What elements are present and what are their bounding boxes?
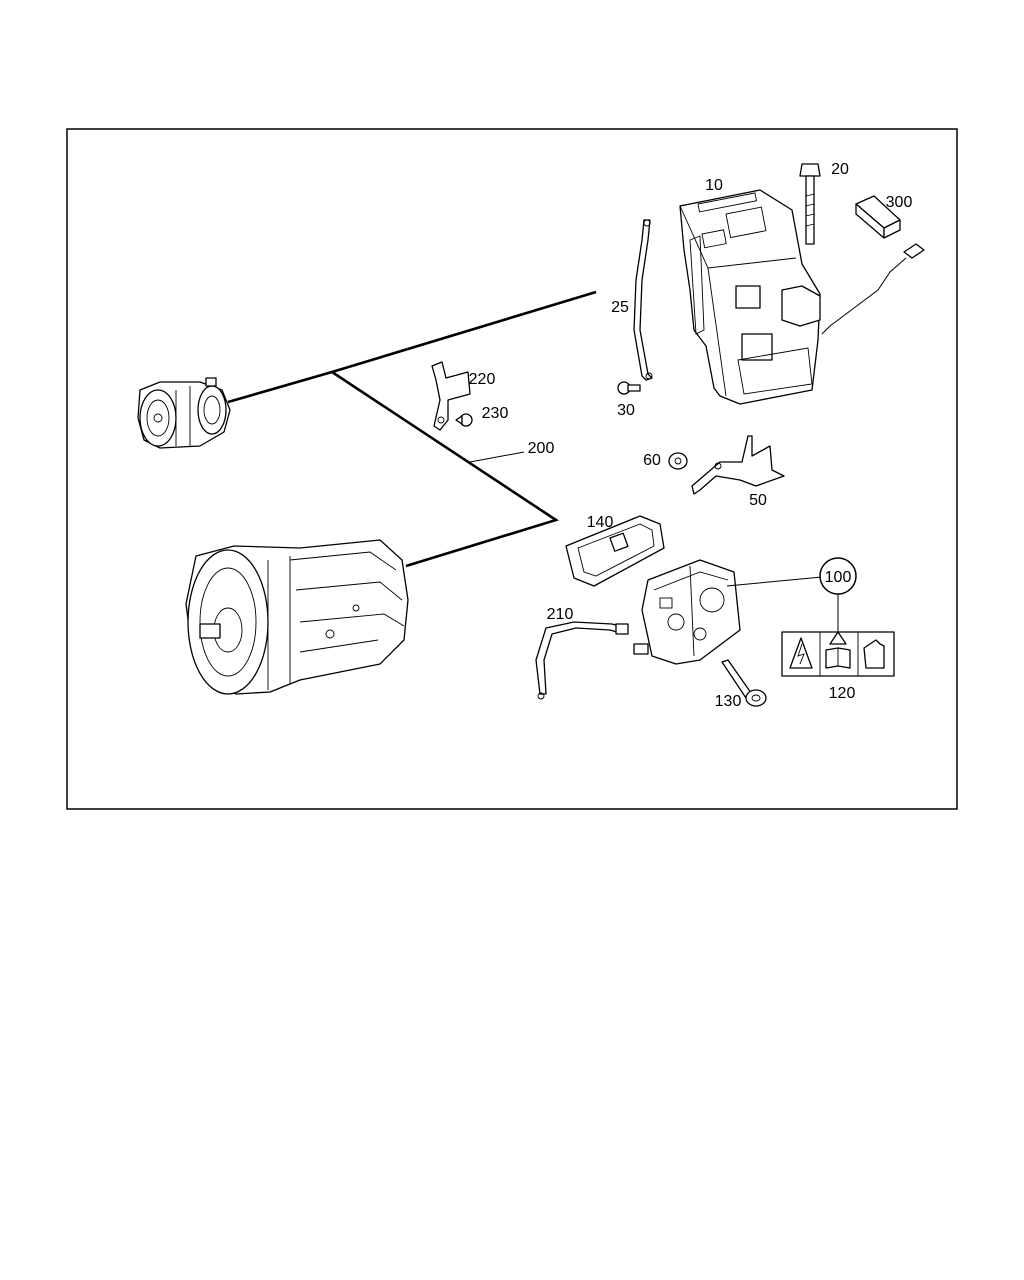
bracket-50 bbox=[691, 435, 785, 495]
callout-30: 30 bbox=[617, 402, 635, 419]
transmission bbox=[185, 539, 409, 695]
callout-50: 50 bbox=[749, 492, 767, 509]
callout-10: 10 bbox=[705, 177, 723, 194]
bolt-230 bbox=[455, 413, 473, 427]
callout-100: 100 bbox=[825, 569, 852, 586]
diagram-frame bbox=[66, 128, 958, 810]
bolt-30 bbox=[617, 381, 641, 395]
callout-120: 120 bbox=[829, 685, 856, 702]
warning-label-120 bbox=[781, 631, 895, 677]
leader-lines bbox=[469, 451, 839, 632]
callout-300: 300 bbox=[886, 194, 913, 211]
callout-210: 210 bbox=[547, 606, 574, 623]
high-voltage-warning-icon bbox=[789, 637, 813, 669]
bolt-20 bbox=[799, 163, 821, 245]
callout-60: 60 bbox=[643, 452, 661, 469]
caution-triangle-icon bbox=[829, 631, 847, 645]
control-unit-10 bbox=[679, 189, 821, 405]
callout-130: 130 bbox=[715, 693, 742, 710]
ac-compressor bbox=[137, 377, 231, 449]
callout-25: 25 bbox=[611, 299, 629, 316]
bolt-130 bbox=[721, 659, 767, 707]
pad-300 bbox=[855, 195, 901, 239]
valve-body-100 bbox=[633, 559, 741, 665]
callout-220: 220 bbox=[469, 371, 496, 388]
callout-200: 200 bbox=[528, 440, 555, 457]
washer-60 bbox=[668, 452, 688, 470]
gasket-140 bbox=[565, 515, 665, 587]
hand-icon bbox=[863, 639, 885, 669]
ground-strap-25 bbox=[633, 219, 653, 381]
wiring-harness-200 bbox=[227, 290, 597, 568]
callout-100-circle bbox=[819, 557, 857, 595]
bracket-220 bbox=[431, 361, 471, 431]
callout-20: 20 bbox=[831, 161, 849, 178]
cable-210 bbox=[535, 621, 629, 700]
sensor-cable bbox=[821, 243, 925, 335]
callout-140: 140 bbox=[587, 514, 614, 531]
callout-230: 230 bbox=[482, 405, 509, 422]
